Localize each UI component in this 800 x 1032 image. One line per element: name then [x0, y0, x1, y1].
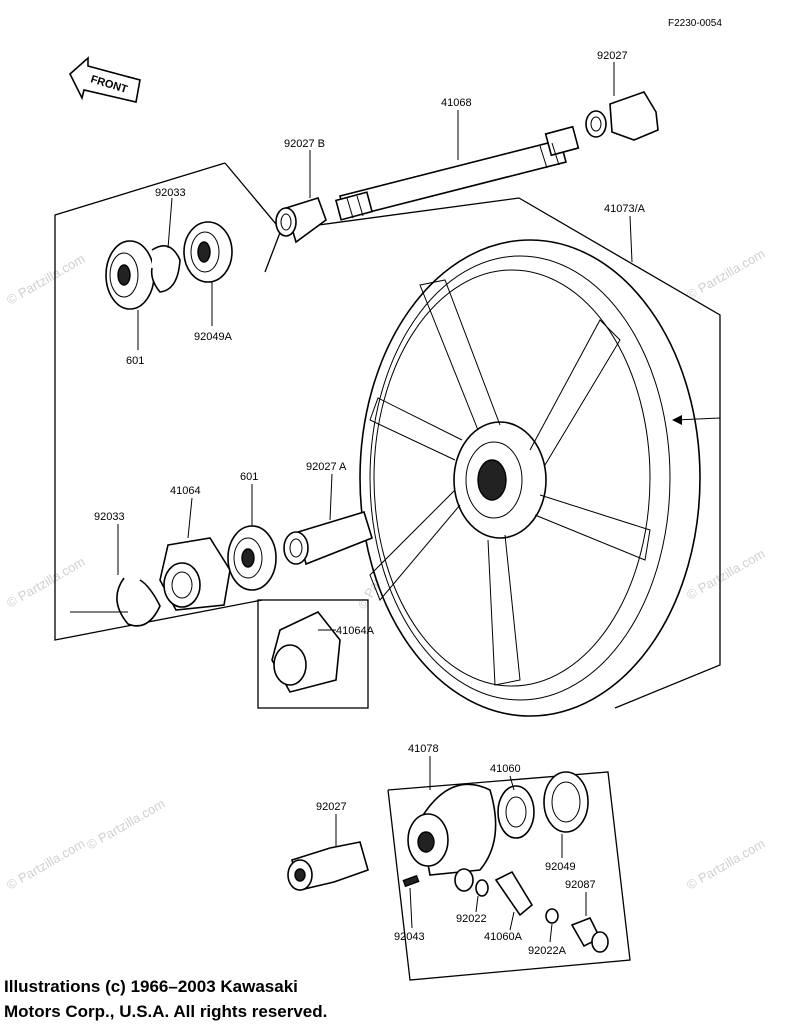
seal-92049a [183, 221, 233, 283]
inset-box-41064a [257, 599, 369, 709]
bearing-601-top [105, 240, 155, 310]
axle-41068 [334, 125, 580, 221]
coupling-41078 [407, 783, 497, 876]
spacer-41064a [271, 611, 341, 693]
label-92033-top: 92033 [155, 187, 186, 199]
seal-92049 [543, 771, 589, 833]
label-41060a: 41060A [484, 931, 523, 943]
label-41064a: 41064A [336, 625, 375, 637]
leader-lines [117, 62, 633, 943]
nut-92027-top [585, 91, 659, 141]
label-92027b: 92027 B [284, 138, 325, 150]
label-41073a: 41073/A [604, 203, 646, 215]
label-41078: 41078 [408, 743, 439, 755]
label-92049: 92049 [545, 861, 576, 873]
label-92049a: 92049A [194, 331, 233, 343]
collar [454, 868, 474, 892]
sprocket-41060 [497, 785, 535, 839]
bearing-601-mid [227, 525, 277, 591]
circlip-92033-mid [116, 577, 161, 627]
label-92027a: 92027 A [306, 461, 347, 473]
watermark-1: © Partzilla.com [4, 251, 87, 308]
wheel-arrow [674, 417, 721, 421]
spacer-92027b [275, 197, 327, 244]
circlip-92033-top [150, 244, 181, 293]
bolt-92087 [570, 916, 609, 953]
watermark-3: © Partzilla.com [4, 554, 87, 611]
label-41068: 41068 [441, 97, 472, 109]
label-92027-bottom: 92027 [316, 801, 347, 813]
watermark-4: © Partzilla.com [684, 546, 767, 603]
label-92022: 92022 [456, 913, 487, 925]
label-601-mid: 601 [240, 471, 258, 483]
label-41060: 41060 [490, 763, 521, 775]
washer-92022 [475, 879, 489, 897]
watermark-7: © Partzilla.com [84, 796, 167, 853]
watermark-2: © Partzilla.com [684, 246, 767, 303]
nut-92027-bottom [287, 841, 369, 891]
part-labels: 92027 41068 92027 B 92033 601 92049A 410… [94, 50, 646, 957]
shaft-41060a [494, 870, 534, 917]
assembly-outline-upper [224, 162, 721, 709]
copyright-notice: Illustrations (c) 1966–2003 Kawasaki Mot… [4, 974, 424, 1024]
wheel-41073a [359, 239, 701, 717]
front-arrow: FRONT [69, 56, 141, 103]
watermark-5: © Partzilla.com [4, 836, 87, 893]
label-41064: 41064 [170, 485, 201, 497]
label-92087: 92087 [565, 879, 596, 891]
label-601-top: 601 [126, 355, 144, 367]
spacer-92027a [283, 511, 373, 566]
copyright-line-1: Illustrations (c) 1966–2003 Kawasaki [4, 977, 298, 996]
label-92043: 92043 [394, 931, 425, 943]
label-92027-top: 92027 [597, 50, 628, 62]
diagram-code: F2230-0054 [668, 18, 722, 29]
copyright-line-2: Motors Corp., U.S.A. All rights reserved… [4, 1002, 328, 1021]
label-92033-mid: 92033 [94, 511, 125, 523]
washer-92022a [545, 908, 559, 924]
assembly-outline-left [54, 162, 263, 641]
assembly-outline-lower [387, 771, 631, 981]
spacer-41064 [159, 537, 231, 611]
watermark-6: © Partzilla.com [684, 836, 767, 893]
pin-92043 [402, 874, 420, 888]
outline-link [264, 229, 282, 273]
label-92022a: 92022A [528, 945, 567, 957]
